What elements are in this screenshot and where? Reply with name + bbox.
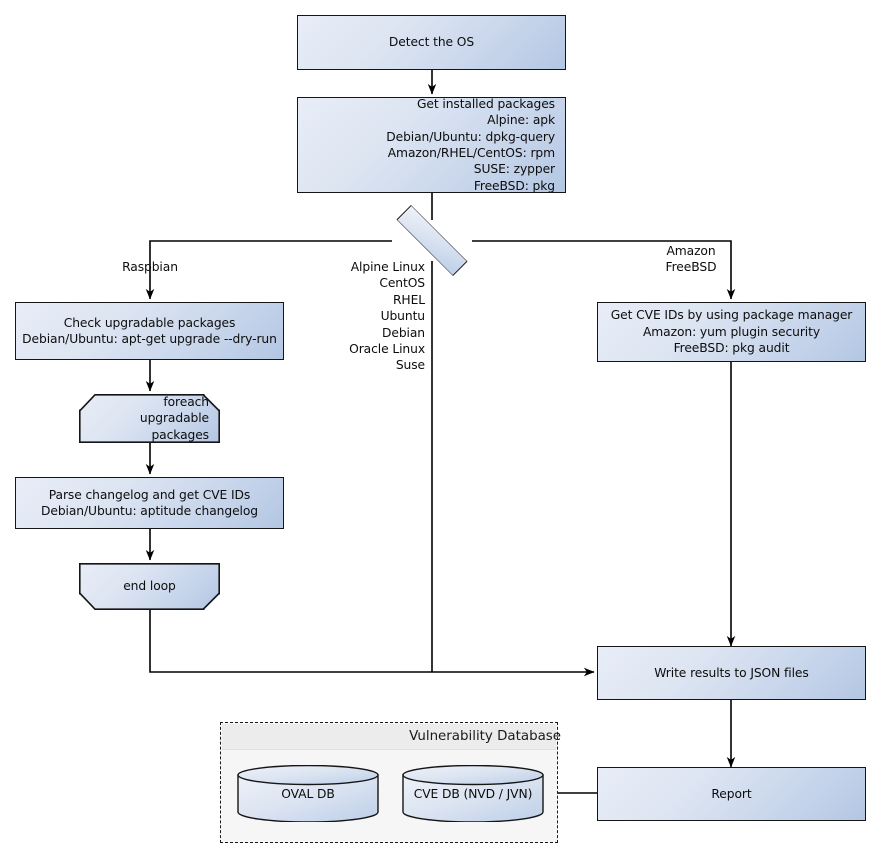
node-report[interactable]: Report <box>597 767 866 821</box>
node-detect-os[interactable]: Detect the OS <box>297 15 566 70</box>
edge-endloop-to-write <box>149 610 595 677</box>
edge-label-raspbian: Raspbian <box>122 260 178 274</box>
node-end-loop-label: end loop <box>123 579 176 594</box>
node-foreach-loop-label: foreach upgradable packages <box>139 394 209 442</box>
node-parse-changelog-label: Parse changelog and get CVE IDs Debian/U… <box>41 487 258 518</box>
vulnerability-database-title-bar: Vulnerability Database <box>222 724 561 750</box>
database-oval-db-label: OVAL DB <box>281 786 335 801</box>
node-end-loop[interactable]: end loop <box>79 563 220 610</box>
database-cve-db-label: CVE DB (NVD / JVN) <box>413 786 533 801</box>
node-write-results[interactable]: Write results to JSON files <box>597 646 866 700</box>
database-cve-db[interactable]: CVE DB (NVD / JVN) <box>402 765 544 822</box>
node-foreach-loop[interactable]: foreach upgradable packages <box>79 394 220 443</box>
node-get-cve-ids[interactable]: Get CVE IDs by using package manager Ama… <box>597 302 866 362</box>
node-get-installed-packages-label: Get installed packages Alpine: apk Debia… <box>386 96 555 193</box>
database-oval-db[interactable]: OVAL DB <box>237 765 379 822</box>
node-check-upgradable-packages-label: Check upgradable packages Debian/Ubuntu:… <box>22 315 277 346</box>
node-os-decision[interactable] <box>392 204 472 277</box>
edge-label-amazon-freebsd: Amazon FreeBSD <box>665 244 717 275</box>
node-write-results-label: Write results to JSON files <box>654 665 809 680</box>
node-get-installed-packages[interactable]: Get installed packages Alpine: apk Debia… <box>297 97 566 193</box>
node-check-upgradable-packages[interactable]: Check upgradable packages Debian/Ubuntu:… <box>15 302 284 360</box>
edge-label-middle-os-list: Alpine Linux CentOS RHEL Ubuntu Debian O… <box>349 260 425 373</box>
node-parse-changelog[interactable]: Parse changelog and get CVE IDs Debian/U… <box>15 477 284 529</box>
node-detect-os-label: Detect the OS <box>388 35 475 50</box>
vulnerability-database-title: Vulnerability Database <box>409 729 561 744</box>
node-get-cve-ids-label: Get CVE IDs by using package manager Ama… <box>610 308 853 356</box>
node-report-label: Report <box>711 786 752 801</box>
